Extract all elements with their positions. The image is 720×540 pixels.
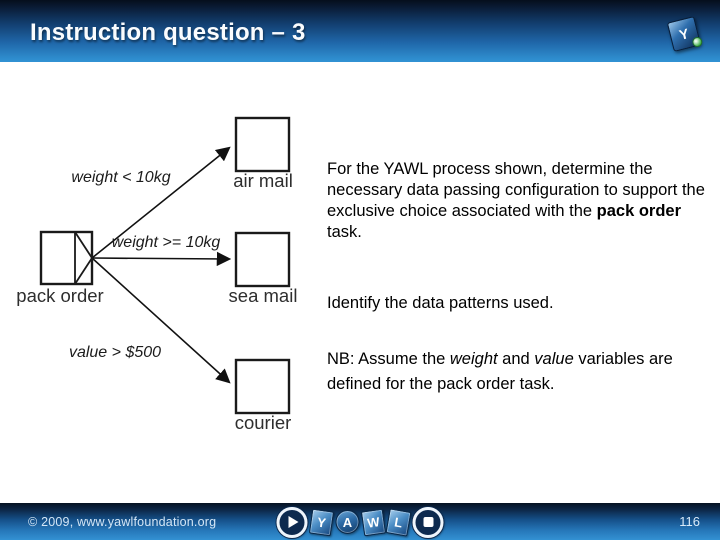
question-p3-mid: and [497,350,535,368]
stop-icon [412,506,444,538]
question-p3-italic-value: value [534,350,574,368]
yawl-logo-letter: Y [677,25,691,43]
logo-tile-a: A [335,510,360,534]
header-bar: Instruction question – 3 Y [0,0,720,62]
copyright-text: © 2009, www.yawlfoundation.org [28,515,217,529]
task-box-courier [234,358,291,415]
play-triangle-icon [288,516,299,528]
flow-arrow-air-mail [91,146,231,259]
task-label-air-mail: air mail [233,170,293,191]
task-box-sea-mail [234,231,291,288]
slide-title: Instruction question – 3 [30,19,306,46]
question-text-block: For the YAWL process shown, determine th… [327,159,715,397]
yawl-logo-icon: Y [666,16,704,52]
logo-tile-w: W [360,508,387,536]
question-p3-text: NB: Assume the [327,350,450,368]
question-paragraph-1: For the YAWL process shown, determine th… [327,159,715,243]
play-icon [276,506,308,538]
question-p1-tail: task. [327,223,362,241]
question-p1-text: For the YAWL process shown, determine th… [327,160,705,220]
yawl-process-diagram: weight < 10kg weight >= 10kg value > $50… [16,116,298,433]
question-paragraph-3: NB: Assume the weight and value variable… [327,347,715,397]
task-label-pack-order: pack order [16,285,103,306]
question-paragraph-2: Identify the data patterns used. [327,294,554,312]
condition-label-air: weight < 10kg [71,169,170,186]
condition-label-sea: weight >= 10kg [112,234,221,251]
yawl-logo-green-dot-icon [691,35,704,49]
logo-tile-l: L [385,507,412,537]
xor-split-decorator-triangle [74,231,94,285]
task-label-courier: courier [235,412,292,433]
flow-arrow-sea-mail [91,251,232,267]
condition-label-courier: value > $500 [69,344,161,361]
task-box-air-mail [234,116,291,173]
page-number: 116 [679,514,700,529]
stop-square-icon [423,517,433,527]
flow-arrow-courier [91,257,231,384]
question-p3-tail: variables are defined for the pack order… [327,350,673,393]
task-label-sea-mail: sea mail [229,285,298,306]
footer-bar: © 2009, www.yawlfoundation.org Y A W L 1… [0,503,720,540]
logo-tile-y: Y [308,508,335,536]
task-box-pack-order [39,230,94,286]
question-p3-italic-weight: weight [449,350,498,368]
yawl-footer-logo: Y A W L [276,506,444,538]
question-p1-bold: pack order [596,202,682,220]
